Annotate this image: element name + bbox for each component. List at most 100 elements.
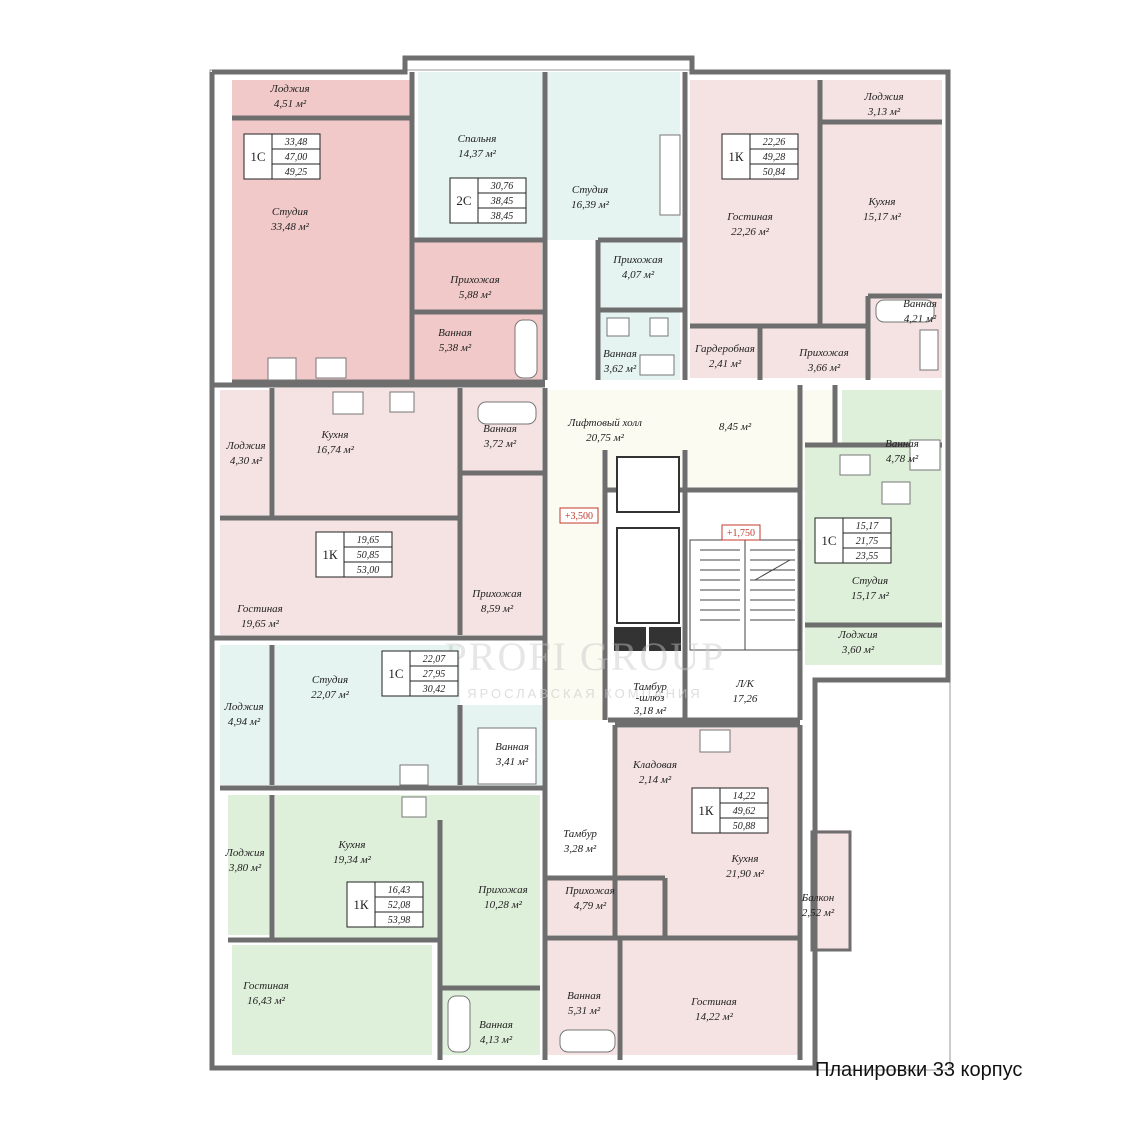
room-label: Прихожая 8,59 м² bbox=[471, 588, 521, 615]
unit-area-value: 49,25 bbox=[285, 167, 308, 178]
room-name: Спальня bbox=[458, 133, 497, 145]
room-name: Л/К bbox=[735, 678, 755, 690]
room-label: Л/К17,26 bbox=[733, 678, 758, 705]
room-name: Гостиная bbox=[242, 980, 289, 992]
room-label: Кухня 21,90 м² bbox=[726, 853, 765, 880]
room-area: 20,75 м² bbox=[586, 432, 625, 444]
room-label: 8,45 м² bbox=[719, 421, 752, 433]
room-name: Лоджия bbox=[863, 91, 903, 103]
room-name: Кухня bbox=[867, 196, 895, 208]
level-stair: +1,750 bbox=[727, 528, 755, 539]
room-name: Лифтовый холл bbox=[567, 417, 642, 429]
room-name: Кухня bbox=[730, 853, 758, 865]
unit-area-value: 22,07 bbox=[423, 654, 447, 665]
plan-caption: Планировки 33 корпус bbox=[815, 1059, 1022, 1081]
room-name-line2: -шлюз bbox=[636, 692, 665, 704]
level-hall: +3,500 bbox=[565, 511, 593, 522]
unit-area-value: 30,42 bbox=[422, 684, 446, 695]
unit-area-value: 49,62 bbox=[733, 806, 756, 817]
watermark-brand: PROFI GROUP bbox=[445, 634, 726, 679]
unit-area-value: 19,65 bbox=[357, 535, 380, 546]
unit-area-value: 30,76 bbox=[490, 181, 514, 192]
room-name: Балкон bbox=[801, 892, 835, 904]
unit-area-value: 21,75 bbox=[856, 536, 879, 547]
room-area: 21,90 м² bbox=[726, 868, 765, 880]
room-area: 3,80 м² bbox=[228, 862, 262, 874]
unit-area-value: 16,43 bbox=[388, 885, 411, 896]
room-area: 4,51 м² bbox=[274, 98, 307, 110]
room-name: Прихожая bbox=[798, 347, 848, 359]
room-name: Прихожая bbox=[471, 588, 521, 600]
room-area: 19,34 м² bbox=[333, 854, 372, 866]
unit-tables: 1С33,4847,0049,252С30,7638,4538,451К22,2… bbox=[243, 133, 892, 928]
unit-type-code: 1С bbox=[388, 666, 403, 681]
room-area: 3,66 м² bbox=[807, 362, 841, 374]
watermark-subtitle: ЯРОСЛАВСКАЯ КОМПАНИЯ bbox=[467, 686, 702, 701]
room-area: 5,38 м² bbox=[439, 342, 472, 354]
room-labels: Лоджия 4,51 м² Студия 33,48 м² Прихожая5,88 … bbox=[223, 83, 936, 1046]
unit-area-value: 38,45 bbox=[490, 211, 514, 222]
room-name: Ванная bbox=[495, 741, 529, 753]
unit-area-value: 50,88 bbox=[733, 821, 756, 832]
level-markers: +3,500 +1,750 bbox=[559, 507, 761, 541]
unit-type-code: 1С bbox=[821, 533, 836, 548]
room-name: Гостиная bbox=[236, 603, 283, 615]
room-name: Кухня bbox=[337, 839, 365, 851]
room-label: Спальня 14,37 м² bbox=[458, 133, 497, 160]
unit-type-code: 1К bbox=[728, 149, 744, 164]
room-name: Прихожая bbox=[612, 254, 662, 266]
room-area: 33,48 м² bbox=[270, 221, 310, 233]
room-name: Ванная bbox=[567, 990, 601, 1002]
room-area: 22,07 м² bbox=[311, 689, 350, 701]
room-name: Прихожая bbox=[564, 885, 614, 897]
room-area: 4,78 м² bbox=[886, 453, 919, 465]
unit-area-value: 47,00 bbox=[285, 152, 308, 163]
room-name: Лоджия bbox=[223, 701, 263, 713]
balcony-outline bbox=[810, 830, 852, 952]
room-area: 14,37 м² bbox=[458, 148, 497, 160]
room-area: 15,17 м² bbox=[863, 211, 902, 223]
unit-area-value: 53,00 bbox=[357, 565, 380, 576]
unit-type-code: 1К bbox=[698, 803, 714, 818]
elevator-shafts bbox=[614, 456, 681, 651]
room-name: Студия bbox=[272, 206, 308, 218]
unit-area-value: 49,28 bbox=[763, 152, 786, 163]
room-area: 2,14 м² bbox=[639, 774, 672, 786]
room-area: 8,59 м² bbox=[481, 603, 514, 615]
watermark: PROFI GROUP ЯРОСЛАВСКАЯ КОМПАНИЯ bbox=[445, 634, 726, 701]
room-name: Тамбур bbox=[633, 681, 667, 693]
room-label: Прихожая 3,66 м² bbox=[798, 347, 848, 374]
room-name: Прихожая bbox=[477, 884, 527, 896]
room-area: 8,45 м² bbox=[719, 421, 752, 433]
unit-area-value: 22,26 bbox=[763, 137, 786, 148]
room-name: Тамбур bbox=[563, 828, 597, 840]
room-name: Ванная bbox=[479, 1019, 513, 1031]
room-name: Гардеробная bbox=[694, 343, 755, 355]
unit-type-code: 2С bbox=[456, 193, 471, 208]
room-area: 16,39 м² bbox=[571, 199, 610, 211]
room-label: Кухня 15,17 м² bbox=[863, 196, 902, 223]
room-name: Кухня bbox=[320, 429, 348, 441]
